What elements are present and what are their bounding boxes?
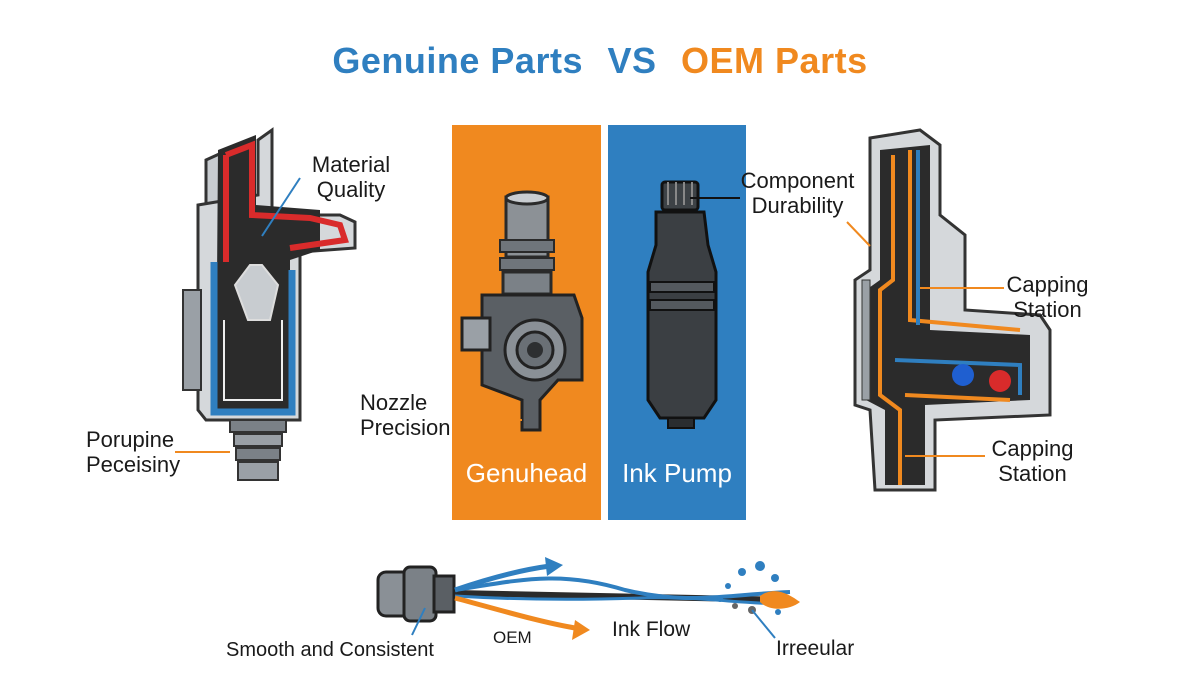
title-vs: VS <box>607 40 657 81</box>
oem-ink-pump-illustration <box>646 180 718 429</box>
label-smooth-consistent: Smooth and Consistent <box>226 639 434 661</box>
leader-durability <box>846 221 871 247</box>
leader-lines <box>175 177 1004 639</box>
ink-flow-illustration <box>376 557 800 640</box>
label-porupine-peceisiny: Porupine Peceisiny <box>86 427 181 477</box>
leader-material-quality <box>261 177 301 237</box>
label-oem: OEM <box>493 628 532 647</box>
label-ink-flow: Ink Flow <box>612 618 691 641</box>
label-material-quality: Material Quality <box>311 152 391 202</box>
title-oem: OEM Parts <box>681 40 868 81</box>
genuine-cross-section <box>182 127 357 481</box>
leader-irregular <box>751 609 776 639</box>
label-irregular: Irreeular <box>776 637 855 660</box>
label-capping-station-bottom: Capping Station <box>991 436 1074 486</box>
panel-label-genuhead: Genuhead <box>465 458 588 488</box>
genuine-printhead-illustration <box>460 190 584 432</box>
leader-smooth <box>411 607 426 636</box>
label-nozzle-precision: Nozzle Precision <box>360 390 451 440</box>
oem-cross-section <box>853 128 1052 492</box>
title-genuine: Genuine Parts <box>332 40 583 81</box>
label-component-durability: Component Durability <box>740 168 855 218</box>
page-title: Genuine Parts VS OEM Parts <box>0 40 1200 82</box>
label-capping-station-top: Capping Station <box>1006 272 1089 322</box>
panel-label-ink-pump: Ink Pump <box>622 458 732 488</box>
